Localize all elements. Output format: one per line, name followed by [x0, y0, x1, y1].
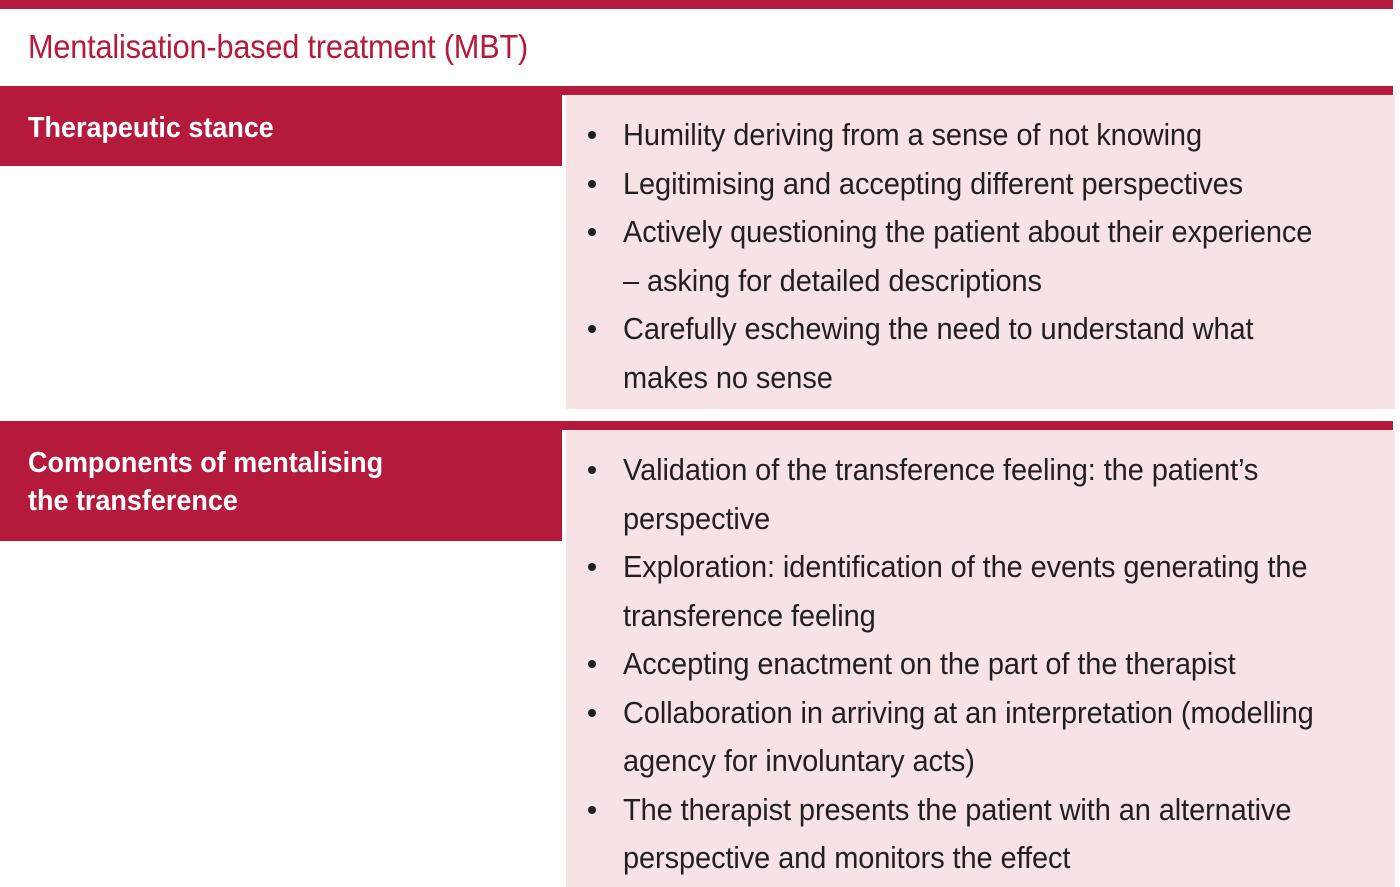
list-item-text: Validation of the transference feeling: … [623, 452, 1259, 536]
list-item-text: Carefully eschewing the need to understa… [623, 311, 1254, 395]
list-item-text: Legitimising and accepting different per… [623, 165, 1244, 201]
list-item-text: The therapist presents the patient with … [623, 791, 1292, 876]
top-accent-rule [0, 0, 1393, 9]
row-header-label-line-1: Components of mentalising [28, 447, 384, 479]
list-item: The therapist presents the patient with … [588, 786, 1375, 883]
bullet-dot-icon [588, 563, 596, 571]
row-header-label-line-2: the transference [28, 485, 238, 517]
list-item-text: Exploration: identification of the event… [623, 549, 1308, 633]
bullet-dot-icon [588, 179, 596, 188]
bullet-dot-icon [588, 660, 596, 668]
list-item: Exploration: identification of the event… [588, 543, 1375, 640]
bullet-dot-icon [588, 228, 596, 236]
row-header-components-of-mentalising: Components of mentalising the transferen… [0, 430, 562, 541]
list-item-text: Collaboration in arriving at an interpre… [623, 694, 1314, 779]
row-header-therapeutic-stance: Therapeutic stance [0, 95, 562, 166]
list-item: Accepting enactment on the part of the t… [588, 640, 1375, 689]
page-title: Mentalisation-based treatment (MBT) [28, 28, 529, 65]
list-item-text: Accepting enactment on the part of the t… [623, 646, 1236, 681]
section-rule-therapeutic-stance [0, 86, 1393, 95]
bullet-list-therapeutic-stance: Humility deriving from a sense of not kn… [588, 111, 1375, 402]
row-body-therapeutic-stance: Humility deriving from a sense of not kn… [566, 95, 1395, 409]
list-item: Humility deriving from a sense of not kn… [588, 111, 1375, 160]
bullet-dot-icon [588, 325, 596, 333]
list-item: Validation of the transference feeling: … [588, 446, 1375, 543]
row-header-label: Therapeutic stance [28, 112, 274, 144]
bullet-list-components-of-mentalising: Validation of the transference feeling: … [588, 446, 1375, 883]
list-item-text: Humility deriving from a sense of not kn… [623, 117, 1202, 152]
list-item: Legitimising and accepting different per… [588, 160, 1375, 209]
bullet-dot-icon [588, 131, 596, 139]
section-rule-components-of-mentalising [0, 421, 1393, 430]
list-item: Carefully eschewing the need to understa… [588, 305, 1375, 402]
bullet-dot-icon [588, 708, 596, 717]
list-item: Collaboration in arriving at an interpre… [588, 689, 1375, 786]
row-body-components-of-mentalising: Validation of the transference feeling: … [566, 430, 1395, 887]
list-item: Actively questioning the patient about t… [588, 208, 1375, 305]
list-item-text: Actively questioning the patient about t… [623, 214, 1313, 298]
bullet-dot-icon [588, 805, 596, 814]
bullet-dot-icon [588, 466, 596, 474]
